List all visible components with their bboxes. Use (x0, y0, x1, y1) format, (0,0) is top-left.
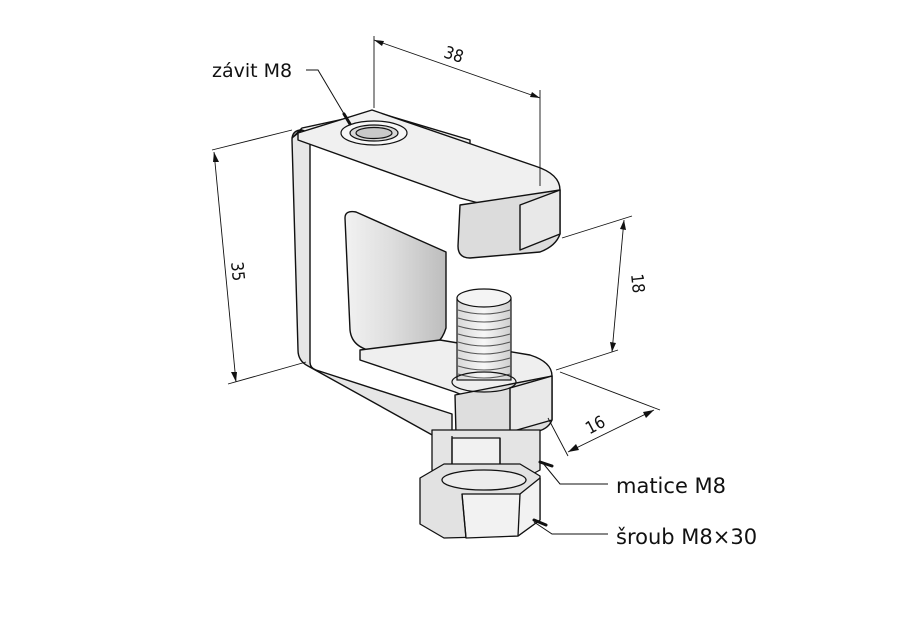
leader-lines (306, 69, 608, 535)
upper-arm-top (297, 109, 561, 209)
thread-label: závit M8 (212, 60, 292, 82)
clamp-front-face (291, 129, 453, 447)
nut-label: matice M8 (616, 474, 726, 498)
dim-depth-label: 16 (582, 412, 609, 439)
screw-thread (451, 288, 517, 393)
dim-height-label: 35 (226, 261, 248, 282)
dimension-arrows (213, 40, 654, 452)
leader-marks (342, 112, 554, 527)
screw-head (419, 463, 541, 539)
dimension-lines (211, 36, 661, 457)
threaded-hole (340, 120, 408, 146)
dim-gap-label: 18 (626, 273, 648, 294)
lower-arm-side (509, 375, 553, 433)
upper-arm-side (519, 189, 561, 251)
clamp-cavity (344, 210, 447, 353)
screw-label: šroub M8×30 (616, 525, 757, 549)
dim-width-label: 38 (441, 43, 466, 68)
clamp-body (291, 109, 561, 447)
